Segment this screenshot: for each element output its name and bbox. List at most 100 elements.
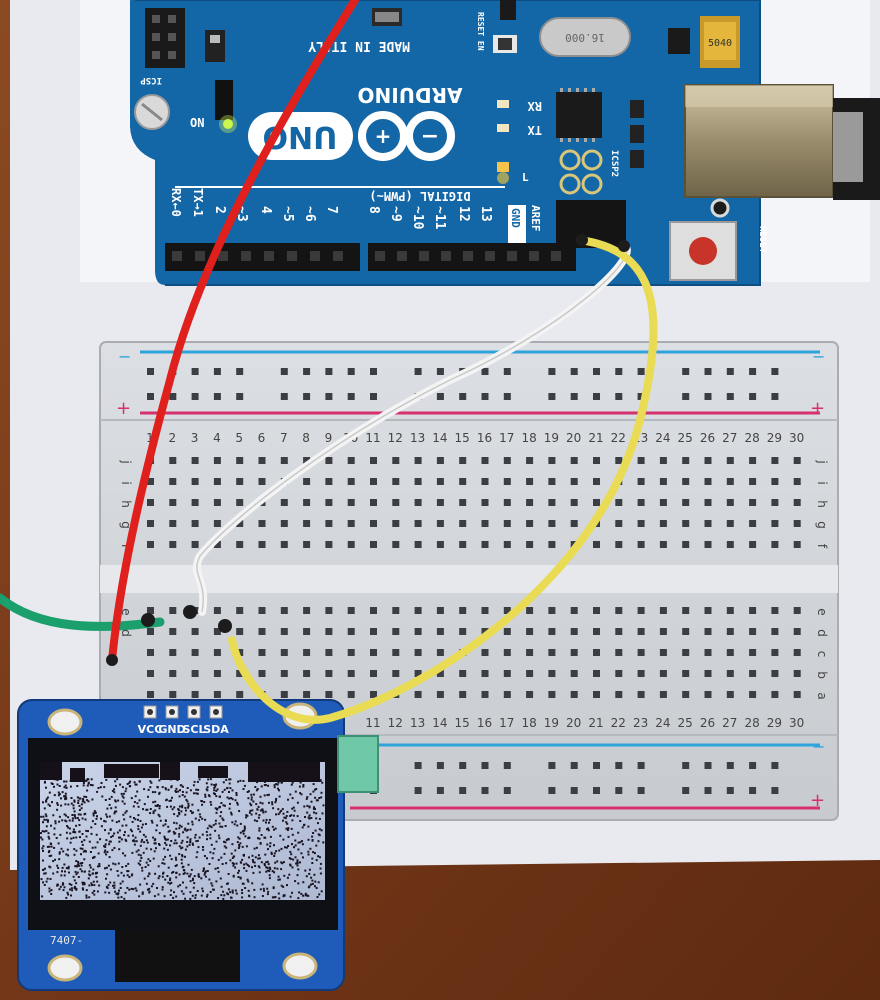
gnd-label: GND	[509, 208, 522, 228]
row-letter: h	[815, 500, 829, 508]
row-letter: e	[119, 608, 133, 615]
digital-header-low	[165, 243, 360, 271]
column-number: 25	[678, 431, 693, 445]
oled-pin-label: VCC	[138, 723, 163, 736]
reset-button: RESET	[669, 221, 767, 281]
row-letter: d	[119, 629, 133, 637]
column-number: 18	[521, 431, 536, 445]
red-wire-tip	[106, 654, 118, 666]
tx-led	[497, 124, 509, 132]
pin-label: 2	[212, 206, 227, 214]
row-letter: e	[815, 608, 829, 615]
column-number: 24	[655, 716, 670, 730]
top-rail-plus-left: +	[116, 398, 131, 419]
column-number: 8	[302, 431, 310, 445]
icsp2-pads: ICSP2	[559, 149, 619, 195]
rx-label: RX	[527, 99, 542, 113]
column-number: 28	[744, 716, 759, 730]
rx-pin-label: RX←0	[169, 188, 183, 217]
column-number: 18	[521, 716, 536, 730]
center-channel	[100, 565, 838, 593]
column-number: 19	[544, 431, 559, 445]
yellow-wire	[228, 236, 658, 724]
column-number: 25	[678, 716, 693, 730]
column-number: 24	[655, 431, 670, 445]
pin-label: 7	[324, 206, 339, 214]
green-wire	[0, 593, 165, 631]
column-number: 17	[499, 431, 514, 445]
arduino-infinity-logo: + −	[358, 111, 455, 161]
green-wire-tip	[141, 613, 155, 627]
wires	[0, 0, 658, 724]
white-wire-tip	[183, 605, 197, 619]
row-letter: i	[815, 481, 829, 484]
oled-hole-bl	[47, 954, 83, 982]
yellow-wire-tip	[218, 619, 232, 633]
row-letter: f	[815, 544, 829, 549]
pin-label: 13	[478, 206, 493, 222]
power-led	[223, 119, 233, 129]
column-number: 17	[499, 716, 514, 730]
pin-label: ~10	[410, 206, 425, 230]
row-letter: c	[815, 651, 829, 658]
column-number: 12	[388, 431, 403, 445]
l-led	[497, 162, 509, 172]
oled-pin-label: GND	[158, 723, 185, 736]
column-number: 16	[477, 431, 492, 445]
row-letter: g	[815, 521, 829, 529]
pin-label: 12	[456, 206, 471, 222]
row-letter: d	[815, 629, 829, 637]
svg-text:+: +	[375, 124, 392, 148]
tx-label: TX	[527, 123, 542, 137]
bottom-rail-minus-right: −	[812, 737, 825, 756]
oled-noise-pixels	[40, 778, 325, 900]
row-letter: a	[815, 692, 829, 699]
column-number: 28	[744, 431, 759, 445]
oled-flex-cable	[115, 930, 240, 982]
column-number: 21	[588, 716, 603, 730]
pin-label: 8	[366, 206, 381, 214]
column-number: 27	[722, 716, 737, 730]
column-number: 7	[280, 431, 288, 445]
icsp2-label: ICSP2	[609, 150, 619, 177]
icsp-label: ICSP	[140, 75, 162, 85]
row-letter: i	[119, 481, 133, 484]
usb-chip	[556, 92, 602, 138]
top-rail-plus-right: +	[810, 398, 825, 419]
pin-label: 4	[258, 206, 273, 214]
arduino-brand-text: ARDUINO	[358, 83, 463, 107]
column-number: 22	[611, 716, 626, 730]
yellow-wire-head	[576, 234, 588, 246]
digital-pwm-label: DIGITAL (PWM~)	[369, 189, 470, 203]
oled-flex-code: 7407-	[50, 934, 83, 947]
mounting-hole	[710, 198, 730, 218]
column-number: 29	[767, 716, 782, 730]
reset-label: RESET	[757, 226, 767, 254]
column-number: 20	[566, 716, 581, 730]
power-led-block	[215, 80, 233, 120]
column-number: 20	[566, 431, 581, 445]
pin-label: ~11	[432, 206, 447, 230]
row-letter: j	[815, 459, 829, 463]
icsp-header: ICSP	[140, 8, 185, 85]
column-number: 3	[191, 431, 199, 445]
l-label: L	[522, 171, 529, 184]
bottom-rail-plus-right: +	[810, 790, 825, 811]
column-number: 12	[388, 716, 403, 730]
column-number: 4	[213, 431, 221, 445]
column-number: 16	[477, 716, 492, 730]
oled-pin-label: SDA	[203, 723, 229, 736]
red-wire	[108, 0, 359, 664]
column-number: 14	[432, 716, 447, 730]
reset-en-label: RESET EN	[476, 12, 485, 51]
column-number: 13	[410, 716, 425, 730]
column-number: 22	[611, 431, 626, 445]
oled-protect-tab	[337, 735, 379, 793]
row-letter: h	[119, 500, 133, 508]
column-number: 30	[789, 716, 804, 730]
column-number: 19	[544, 716, 559, 730]
